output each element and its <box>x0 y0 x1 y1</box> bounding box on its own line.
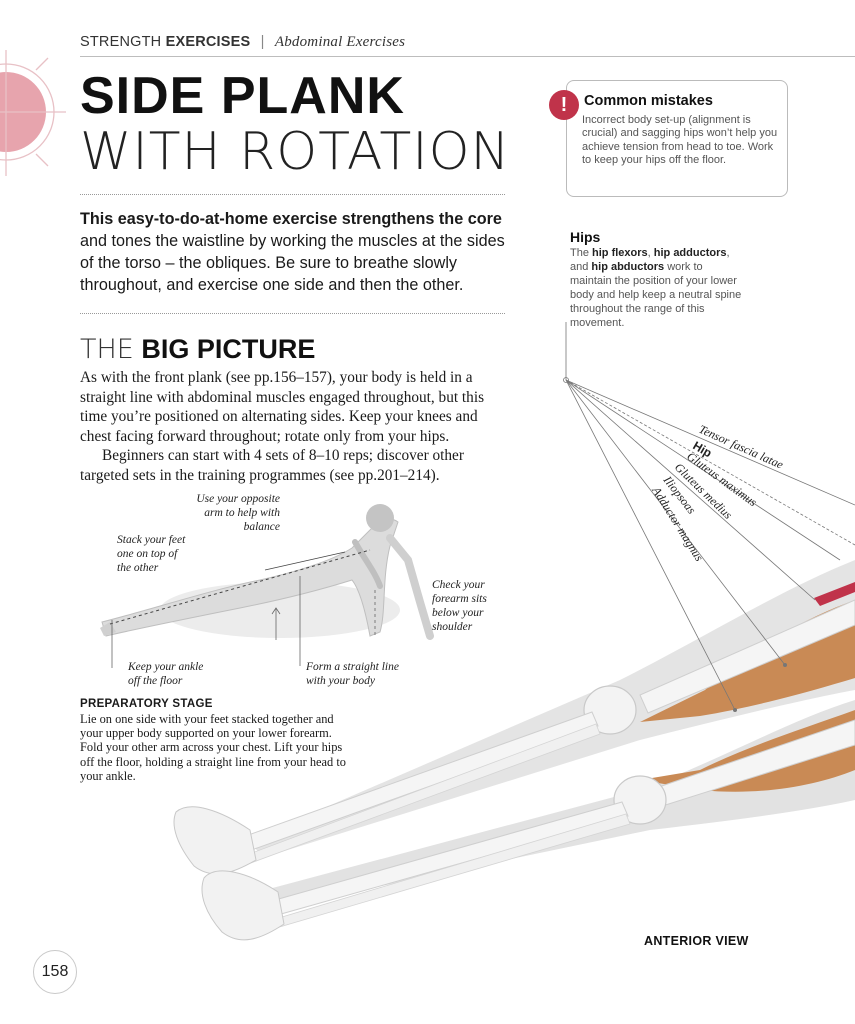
header-separator: | <box>260 34 265 50</box>
intro-paragraph: This easy-to-do-at-home exercise strengt… <box>80 208 510 296</box>
intro-rest: and tones the waistline by working the m… <box>80 232 505 294</box>
body-paragraph: As with the front plank (see pp.156–157)… <box>80 369 485 445</box>
caption-straight-line: Form a straight line with your body <box>306 661 399 687</box>
running-head: STRENGTH EXERCISES | Abdominal Exercises <box>80 34 405 51</box>
caption-opposite-arm: Use your opposite arm to help with balan… <box>196 493 280 533</box>
mistakes-body: Incorrect body set-up (alignment is cruc… <box>582 114 778 167</box>
target-icon <box>0 50 66 176</box>
caption-ankle: Keep your ankle off the floor <box>128 661 204 687</box>
warning-icon: ! <box>549 90 579 120</box>
hips-body: The hip flexors, hip adductors, and hip … <box>570 246 745 330</box>
hips-text: work to maintain the position of your lo… <box>570 261 742 329</box>
title-line-1: SIDE PLANK <box>80 67 405 125</box>
preparatory-heading: PREPARATORY STAGE <box>80 698 213 710</box>
caption-forearm: Check your forearm sits below your shoul… <box>432 579 487 633</box>
side-plank-figure <box>100 504 434 668</box>
divider <box>80 313 505 314</box>
page-title: SIDE PLANK WITH ROTATION <box>80 70 510 178</box>
section-heading: THE BIG PICTURE <box>80 334 315 365</box>
section-heading-bold: BIG PICTURE <box>141 334 316 364</box>
header-rule <box>80 56 855 57</box>
section-heading-light: THE <box>80 334 134 365</box>
hips-text: The <box>570 247 593 259</box>
divider <box>80 194 505 195</box>
hips-text: , <box>647 247 654 259</box>
big-picture-body: As with the front plank (see pp.156–157)… <box>80 368 510 485</box>
page-number: 158 <box>33 950 77 994</box>
title-line-2: WITH ROTATION <box>80 122 511 182</box>
mistakes-title: Common mistakes <box>584 93 713 109</box>
section-label-light: STRENGTH <box>80 34 162 50</box>
view-label: ANTERIOR VIEW <box>644 934 749 948</box>
chapter-label: Abdominal Exercises <box>274 34 406 50</box>
body-paragraph: Beginners can start with 4 sets of 8–10 … <box>80 447 464 484</box>
hips-term: hip flexors <box>592 247 648 259</box>
hips-text: , and <box>570 247 730 273</box>
caption-stack-feet: Stack your feet one on top of the other <box>117 534 186 574</box>
hips-term: hip adductors <box>653 247 727 259</box>
hips-title: Hips <box>570 229 601 245</box>
hips-term: hip abductors <box>591 261 665 273</box>
intro-lead: This easy-to-do-at-home exercise strengt… <box>80 210 502 228</box>
preparatory-body: Lie on one side with your feet stacked t… <box>80 712 346 783</box>
mistakes-callout <box>566 80 788 197</box>
section-label-bold: EXERCISES <box>165 34 251 50</box>
